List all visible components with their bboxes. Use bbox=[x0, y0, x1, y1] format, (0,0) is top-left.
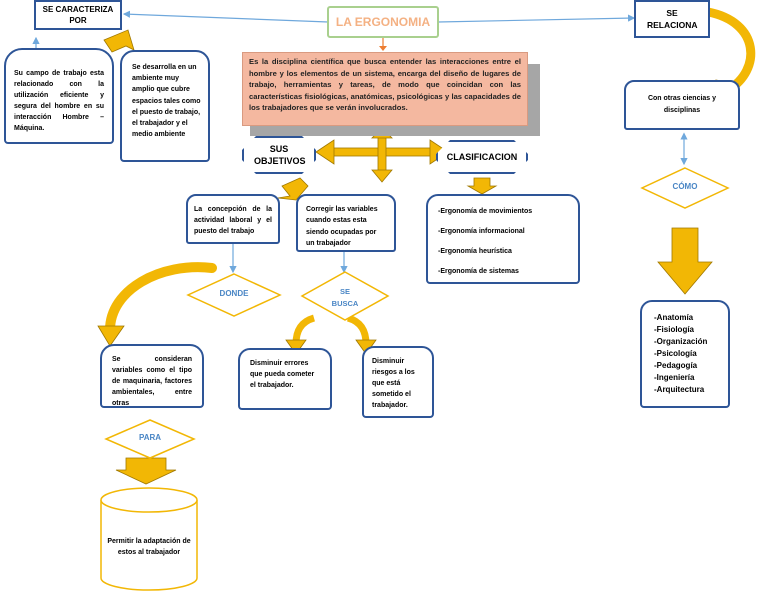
ciencia-3: -Organización bbox=[654, 337, 708, 346]
arrow-busca-left-head bbox=[285, 339, 307, 355]
donde-text: Se consideran variables como el tipo de … bbox=[112, 356, 192, 407]
page-title: LA ERGONOMIA bbox=[335, 15, 431, 29]
ciencia-4: -Psicología bbox=[654, 349, 697, 358]
caract-1-text: Su campo de trabajo esta relacionado con… bbox=[14, 70, 104, 132]
ciencia-7: -Arquitectura bbox=[654, 385, 705, 394]
para-label: PARA bbox=[138, 433, 162, 442]
como-diamond: CÓMO bbox=[640, 166, 730, 210]
ciencia-1: -Anatomía bbox=[654, 313, 694, 322]
como-label: CÓMO bbox=[672, 182, 698, 191]
clasif-item-1: -Ergonomía de movimientos bbox=[438, 208, 533, 215]
relaciona-label: SE RELACIONA bbox=[647, 8, 698, 30]
title-box: LA ERGONOMIA bbox=[327, 6, 439, 38]
busca-label: SE BUSCA bbox=[331, 287, 359, 308]
como-diamond-shape bbox=[640, 167, 730, 209]
ciencia-5: -Pedagogía bbox=[654, 361, 698, 370]
busca-2-text: Disminuir riesgos a los que está sometid… bbox=[372, 358, 415, 409]
objetivo-1-text: La concepción de la actividad laboral y … bbox=[194, 206, 272, 235]
connector-title-relaciona bbox=[437, 14, 636, 23]
clasificacion-list-box: -Ergonomía de movimientos -Ergonomía inf… bbox=[426, 194, 580, 284]
donde-text-box: Se consideran variables como el tipo de … bbox=[100, 344, 204, 408]
ciencias-box: -Anatomía -Fisiología -Organización -Psi… bbox=[640, 300, 730, 408]
para-diamond-shape bbox=[104, 419, 196, 459]
objetivos-box: SUS OBJETIVOS bbox=[242, 136, 316, 174]
caract-2-text: Se desarrolla en un ambiente muy amplio … bbox=[132, 64, 201, 139]
cylinder-shape bbox=[100, 487, 198, 591]
connector-title-caracteriza bbox=[122, 10, 329, 23]
objetivos-label: SUS OBJETIVOS bbox=[254, 144, 306, 166]
connector-title-definition-head bbox=[379, 46, 387, 51]
clasif-item-2: -Ergonomía informacional bbox=[438, 228, 525, 235]
ciencia-2: -Fisiología bbox=[654, 325, 694, 334]
busca-2-box: Disminuir riesgos a los que está sometid… bbox=[362, 346, 434, 418]
caracteriza-box: SE CARACTERIZA POR bbox=[34, 0, 122, 30]
objetivo-2-box: Corregir las variables cuando estas esta… bbox=[296, 194, 396, 252]
arrow-clasificacion-down bbox=[466, 177, 498, 195]
definition-box: Es la disciplina científica que busca en… bbox=[242, 52, 528, 126]
relaciona-box: SE RELACIONA bbox=[634, 0, 710, 38]
clasificacion-label: CLASIFICACION bbox=[446, 152, 518, 162]
caracteriza-label: SE CARACTERIZA POR bbox=[42, 5, 114, 25]
donde-label: DONDE bbox=[219, 289, 249, 298]
para-cylinder: Permitir la adaptación de estos al traba… bbox=[98, 486, 200, 592]
para-text: Permitir la adaptación de estos al traba… bbox=[107, 538, 191, 556]
donde-diamond: DONDE bbox=[186, 272, 282, 318]
para-diamond: PARA bbox=[104, 418, 196, 460]
clasif-item-4: -Ergonomía de sistemas bbox=[438, 268, 519, 275]
curved-arrow-donde bbox=[105, 262, 217, 335]
relaciona-text-box: Con otras ciencias y disciplinas bbox=[624, 80, 740, 130]
curved-arrow-relaciona bbox=[703, 7, 756, 95]
busca-diamond-shape bbox=[300, 271, 390, 321]
ciencia-6: -Ingeniería bbox=[654, 373, 695, 382]
clasificacion-box: CLASIFICACION bbox=[436, 140, 528, 174]
arrow-para-down bbox=[115, 457, 177, 485]
relaciona-text: Con otras ciencias y disciplinas bbox=[647, 95, 717, 114]
objetivo-2-text: Corregir las variables cuando estas esta… bbox=[306, 206, 378, 248]
busca-diamond: SE BUSCA bbox=[300, 270, 390, 322]
four-way-arrow bbox=[315, 127, 449, 183]
busca-1-text: Disminuir errores que pueda cometer el t… bbox=[250, 360, 315, 389]
donde-diamond-shape bbox=[186, 273, 282, 317]
caract-2-box: Se desarrolla en un ambiente muy amplio … bbox=[120, 50, 210, 162]
busca-1-box: Disminuir errores que pueda cometer el t… bbox=[238, 348, 332, 410]
definition-text: Es la disciplina científica que busca en… bbox=[249, 57, 521, 113]
caract-1-box: Su campo de trabajo esta relacionado con… bbox=[4, 48, 114, 144]
objetivo-1-box: La concepción de la actividad laboral y … bbox=[186, 194, 280, 244]
small-arrow-caracteriza bbox=[103, 29, 135, 53]
curved-arrow-donde-head bbox=[97, 325, 125, 347]
clasif-item-3: -Ergonomía heurística bbox=[438, 248, 512, 255]
arrow-como-down bbox=[657, 227, 713, 295]
